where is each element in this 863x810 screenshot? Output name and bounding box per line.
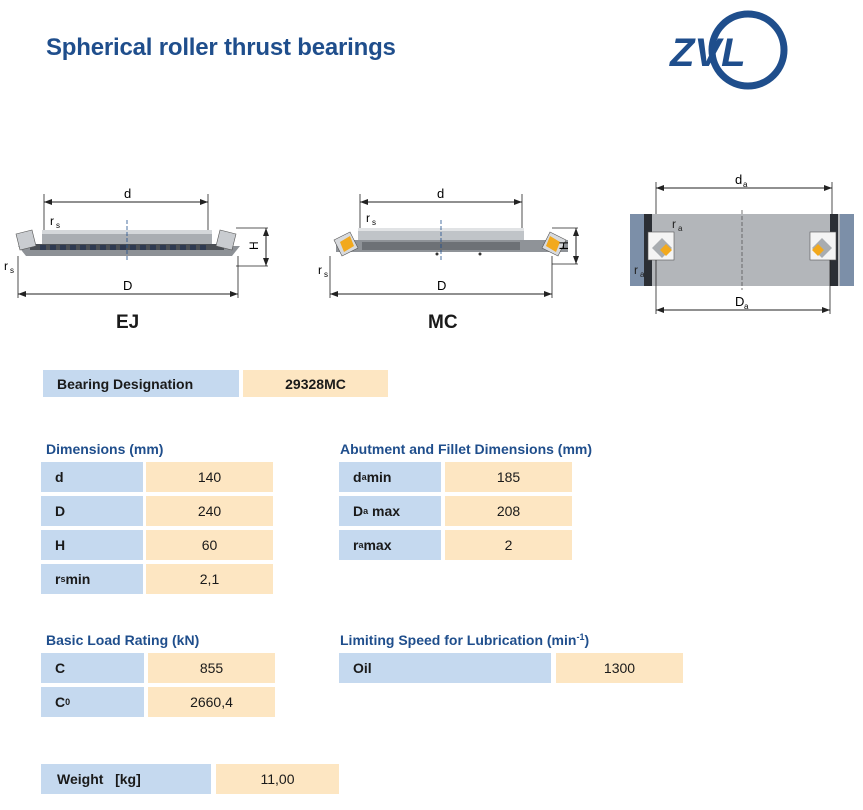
zvl-logo: ZVL [668, 8, 796, 92]
dim-D-value: 240 [146, 496, 273, 526]
dim-H-label: H [41, 530, 143, 560]
mc-rs-lower: r [318, 263, 322, 277]
abut-ramax-value: 2 [445, 530, 572, 560]
load-C-label: C [41, 653, 144, 683]
mc-h-label: H [557, 241, 571, 250]
figure-mc: d r s H r s D [312, 180, 588, 310]
dim-rsmin-value: 2,1 [146, 564, 273, 594]
load-C0-value: 2660,4 [148, 687, 275, 717]
load-rating-heading: Basic Load Rating (kN) [46, 632, 200, 648]
abut-damin-value: 185 [445, 462, 572, 492]
weight-label: Weight [kg] [41, 764, 211, 794]
ej-d-label: d [124, 186, 131, 201]
limiting-speed-heading: Limiting Speed for Lubrication (min-1) [340, 632, 590, 648]
mc-d-label: d [437, 186, 444, 201]
ej-h-label: H [247, 241, 261, 250]
page-title: Spherical roller thrust bearings [46, 34, 396, 61]
weight-value: 11,00 [216, 764, 339, 794]
abut-da-label: d [735, 172, 742, 187]
svg-text:s: s [324, 270, 328, 279]
dim-H-value: 60 [146, 530, 273, 560]
mc-rs-upper: r [366, 211, 370, 225]
abut-Damax-value: 208 [445, 496, 572, 526]
svg-text:s: s [10, 266, 14, 275]
speed-oil-value: 1300 [556, 653, 683, 683]
svg-text:s: s [372, 218, 376, 227]
abut-ra-lower: r [634, 263, 638, 277]
ej-rs-upper: r [50, 214, 54, 228]
ej-D-label: D [123, 278, 132, 293]
svg-text:s: s [56, 221, 60, 230]
svg-text:a: a [744, 302, 749, 311]
svg-text:a: a [743, 180, 748, 189]
abut-ra-upper: r [672, 217, 676, 231]
abut-Da-label: D [735, 294, 744, 309]
figure-mc-label: MC [428, 312, 458, 333]
designation-label: Bearing Designation [43, 370, 239, 397]
abutment-heading: Abutment and Fillet Dimensions (mm) [340, 441, 593, 457]
speed-oil-label: Oil [339, 653, 551, 683]
dimensions-heading: Dimensions (mm) [46, 441, 164, 457]
mc-D-label: D [437, 278, 446, 293]
svg-text:a: a [678, 224, 683, 233]
ej-rs-lower: r [4, 259, 8, 273]
designation-value: 29328MC [243, 370, 388, 397]
dim-d-value: 140 [146, 462, 273, 492]
dim-D-label: D [41, 496, 143, 526]
figure-ej: d r s H r s [0, 180, 270, 310]
load-C-value: 855 [148, 653, 275, 683]
logo-text: ZVL [669, 31, 746, 75]
dim-d-label: d [41, 462, 143, 492]
figure-ej-label: EJ [116, 312, 140, 333]
figure-abutment: d a r a r a D a [626, 170, 856, 316]
svg-text:a: a [640, 270, 645, 279]
